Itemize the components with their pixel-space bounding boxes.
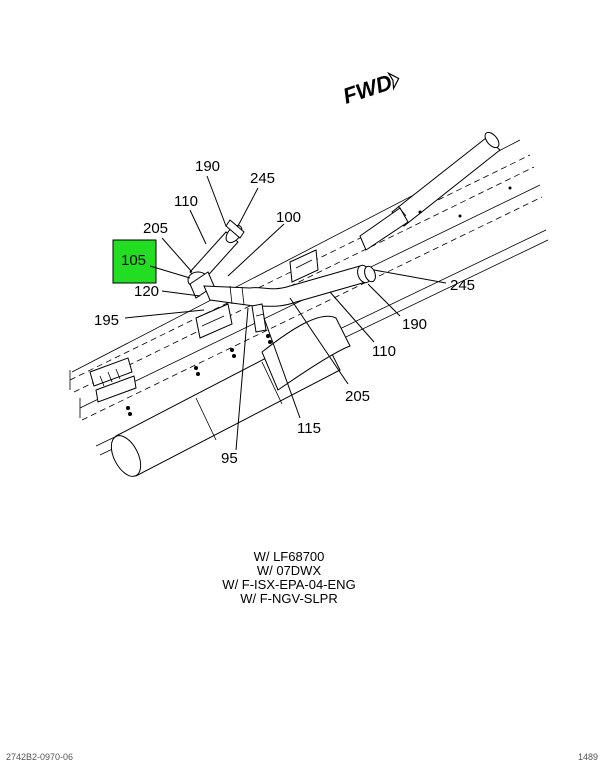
callout-190-top: 190 <box>195 158 220 175</box>
callout-245-right: 245 <box>450 277 475 294</box>
bolt-holes <box>126 186 512 416</box>
callout-245-top: 245 <box>250 170 275 187</box>
elbow-joint <box>187 271 215 299</box>
crossmember-bracket-left <box>89 357 137 403</box>
note-line: W/ LF68700 <box>253 549 325 564</box>
upper-pipe-110 <box>189 219 245 283</box>
note-line: W/ F-ISX-EPA-04-ENG <box>222 577 356 592</box>
rear-tailpipe <box>359 131 501 251</box>
callout-95: 95 <box>221 450 238 467</box>
callout-100: 100 <box>276 209 301 226</box>
muffler <box>110 315 351 477</box>
callout-205-top: 205 <box>143 220 168 237</box>
callout-105[interactable]: 105 <box>121 252 146 269</box>
mounting-bracket-center <box>289 249 319 283</box>
mounting-bracket-front <box>195 303 233 339</box>
pipe-support-bracket <box>251 303 267 333</box>
note-line: W/ 07DWX <box>256 563 322 578</box>
fwd-label: FWD <box>340 69 395 108</box>
footer-drawing-id: 2742B2-0970-06 <box>6 752 74 762</box>
callout-110-right: 110 <box>372 343 396 360</box>
callout-195: 195 <box>94 312 119 329</box>
footer-page-number: 1489 <box>578 752 599 762</box>
highlight-box-105[interactable] <box>112 239 157 284</box>
callout-205-bottom: 205 <box>345 388 370 405</box>
callout-115: 115 <box>297 420 321 437</box>
callout-190-right: 190 <box>402 316 427 333</box>
leader-lines <box>124 175 447 451</box>
callout-110-top: 110 <box>174 193 198 210</box>
callout-120: 120 <box>134 283 159 300</box>
callouts: 190 245 110 100 205 105 120 195 245 190 … <box>94 158 475 467</box>
note-line: W/ F-NGV-SLPR <box>240 591 338 606</box>
fwd-arrow-icon <box>386 71 400 91</box>
fwd-indicator: FWD <box>340 69 400 109</box>
applicability-notes: W/ LF68700 W/ 07DWX W/ F-ISX-EPA-04-ENG … <box>0 550 578 606</box>
